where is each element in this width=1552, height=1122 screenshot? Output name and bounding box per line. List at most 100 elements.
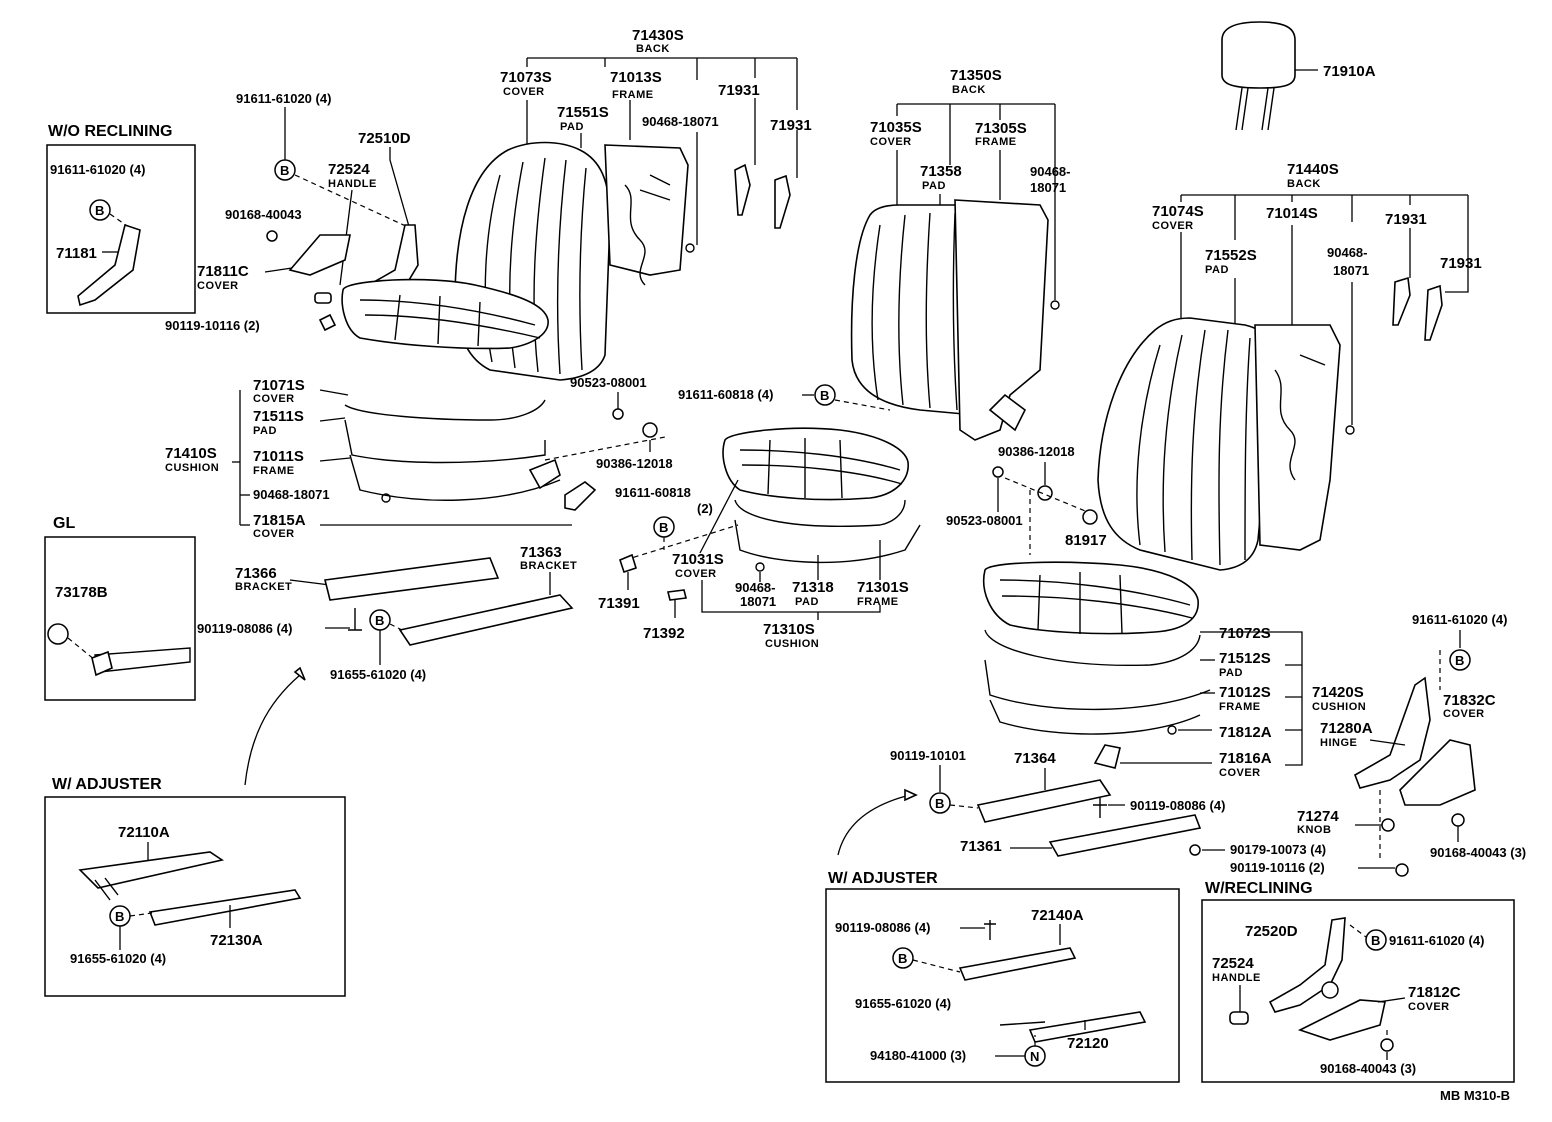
svg-text:18071: 18071 [1333, 263, 1369, 278]
svg-text:COVER: COVER [253, 528, 295, 540]
label-71931: 71931 [1385, 211, 1427, 228]
svg-text:B: B [1455, 653, 1464, 668]
right-seat-back-frame [1254, 324, 1341, 551]
label-71014S: 71014S [1266, 205, 1318, 222]
label-90386-12018: 90386-12018 [998, 444, 1075, 459]
svg-text:KNOB: KNOB [1297, 824, 1331, 836]
label-90119-10116: 90119-10116 (2) [1230, 860, 1325, 875]
headrest [1221, 21, 1296, 89]
svg-text:B: B [935, 796, 944, 811]
right-seat-back-group: 71440S BACK 71074S COVER 71014S 71931 71… [1097, 161, 1482, 571]
svg-text:BRACKET: BRACKET [235, 581, 292, 593]
svg-text:COVER: COVER [253, 393, 295, 405]
label-90523-08001: 90523-08001 [570, 375, 647, 390]
b-symbol-letter: B [95, 203, 104, 218]
label-91655-61020: 91655-61020 (4) [70, 951, 166, 966]
label-72110A: 72110A [118, 824, 170, 841]
inset-w-adjuster-right: W/ ADJUSTER 90119-08086 (4) 72140A B 916… [825, 870, 1180, 1083]
label-90468-18071: 90468-18071 [642, 114, 719, 129]
label-81917: 81917 [1065, 532, 1107, 549]
svg-text:B: B [1371, 933, 1380, 948]
inset-heading-wo-reclining: W/O RECLINING [48, 123, 172, 140]
center-fastener-group: 90386-12018 90523-08001 81917 [946, 444, 1107, 555]
label-90168-40043: 90168-40043 (3) [1430, 845, 1526, 860]
bracket-71361 [1048, 814, 1202, 857]
right-brackets-group: 90119-10101 B 71364 90119-08086 (4) 7136… [837, 748, 1326, 857]
center-seat-back-group: 71350S BACK 71035S COVER 71305S FRAME 71… [678, 67, 1070, 441]
label-71931: 71931 [1440, 255, 1482, 272]
label-94180-41000: 94180-41000 (3) [870, 1048, 966, 1063]
svg-text:PAD: PAD [560, 121, 584, 133]
svg-text:FRAME: FRAME [975, 136, 1017, 148]
label-90168-40043: 90168-40043 [225, 207, 302, 222]
inset-gl: GL 73178B [44, 515, 196, 701]
label-71832C: 71832C [1443, 692, 1496, 709]
svg-text:18071: 18071 [740, 594, 776, 609]
svg-text:PAD: PAD [253, 425, 277, 437]
bracket-71366 [324, 557, 500, 601]
label-71815A: 71815A [253, 512, 306, 529]
svg-text:PAD: PAD [795, 596, 819, 608]
left-seat-cushion-group: 71071S COVER 71511S PAD 71410S CUSHION 7… [165, 278, 673, 540]
label-90119-08086: 90119-08086 (4) [835, 920, 930, 935]
label-71511S: 71511S [253, 408, 304, 425]
label-90468-18071: 90468-18071 [253, 487, 330, 502]
label-90523-08001: 90523-08001 [946, 513, 1023, 528]
cover-71816A [1093, 744, 1121, 769]
label-72520D: 72520D [1245, 923, 1298, 940]
label-71274: 71274 [1297, 808, 1339, 825]
label-71305S: 71305S [975, 120, 1027, 137]
inset-heading-gl: GL [53, 515, 75, 532]
cushion-cover-71071S [341, 278, 549, 350]
label-71181: 71181 [56, 245, 97, 262]
svg-text:COVER: COVER [503, 86, 545, 98]
label-91655-61020: 91655-61020 (4) [330, 667, 426, 682]
label-71910A: 71910A [1323, 63, 1376, 80]
cap-part [47, 623, 69, 645]
label-72140A: 72140A [1031, 907, 1084, 924]
inset-heading-w-reclining: W/RECLINING [1205, 880, 1313, 897]
label-90179-10073: 90179-10073 (4) [1230, 842, 1326, 857]
label-71551S: 71551S [557, 104, 609, 121]
label-71363: 71363 [520, 544, 562, 561]
bracket-71364 [976, 779, 1112, 823]
label-91655-61020: 91655-61020 (4) [855, 996, 951, 1011]
svg-text:FRAME: FRAME [253, 465, 295, 477]
svg-text:FRAME: FRAME [857, 596, 899, 608]
svg-text:BACK: BACK [636, 43, 670, 55]
svg-text:B: B [898, 951, 907, 966]
right-cushion-group: 71072S 71512S PAD 71012S FRAME 71420S CU… [983, 561, 1366, 779]
seat-shield-part [77, 223, 141, 307]
label-71280A: 71280A [1320, 720, 1373, 737]
svg-text:COVER: COVER [1408, 1001, 1450, 1013]
label-72524: 72524 [328, 161, 370, 178]
label-71552S: 71552S [1205, 247, 1257, 264]
label-71012S: 71012S [1219, 684, 1271, 701]
svg-text:B: B [115, 909, 124, 924]
label-71392: 71392 [643, 625, 685, 642]
label-90386-12018: 90386-12018 [596, 456, 673, 471]
label-90168-40043: 90168-40043 (3) [1320, 1061, 1416, 1076]
label-71364: 71364 [1014, 750, 1056, 767]
label-90468-18071: 90468- [1030, 164, 1070, 179]
label-91611-60818: 91611-60818 [615, 485, 691, 500]
inset-heading-w-adjuster-right: W/ ADJUSTER [828, 870, 938, 887]
label-72510D: 72510D [358, 130, 411, 147]
right-seat-back-cover [1097, 317, 1276, 571]
label-72524: 72524 [1212, 955, 1254, 972]
svg-text:HANDLE: HANDLE [1212, 972, 1261, 984]
label-71420S: 71420S [1312, 684, 1364, 701]
svg-text:PAD: PAD [1219, 667, 1243, 679]
adjuster-rail-lower [148, 889, 302, 926]
svg-text:COVER: COVER [197, 280, 239, 292]
label-72120: 72120 [1067, 1035, 1109, 1052]
recliner-hinge-71280A [1354, 676, 1431, 789]
svg-text:COVER: COVER [1152, 220, 1194, 232]
cover-71815A [564, 481, 597, 511]
right-recliner-group: 91611-61020 (4) B 71832C COVER 71280A HI… [1230, 612, 1526, 877]
label-71931: 71931 [770, 117, 812, 134]
svg-text:PAD: PAD [1205, 264, 1229, 276]
svg-text:CUSHION: CUSHION [165, 462, 219, 474]
b-symbol [89, 199, 111, 221]
svg-text:B: B [280, 163, 289, 178]
